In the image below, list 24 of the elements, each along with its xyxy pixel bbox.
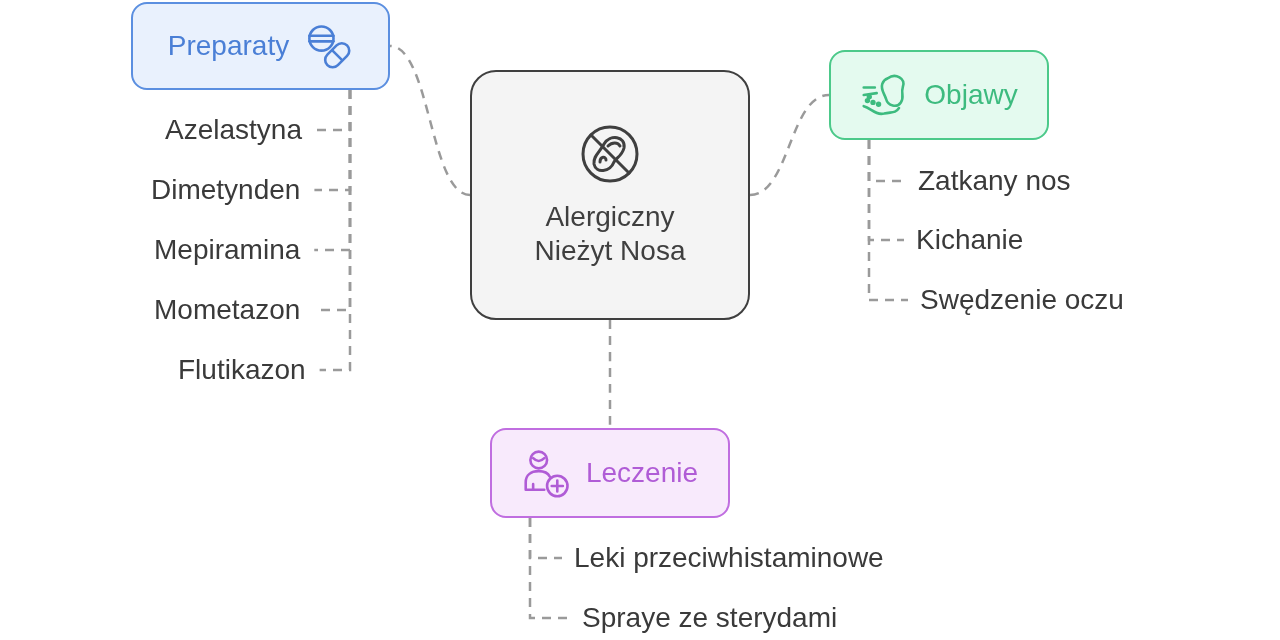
connector [389,44,471,197]
branch-title: Leczenie [585,457,699,489]
connector [867,140,908,302]
topic-box [829,50,1049,140]
list-item-text: Flutikazon [178,354,306,386]
list-item-text: Zatkany nos [918,165,1071,197]
branch-title: Preparaty [167,30,290,62]
list-item-text: Swędzenie oczu [920,284,1124,316]
connector [749,93,830,197]
topic-box [131,2,390,90]
list-item-text: Kichanie [916,224,1024,256]
list-item-text: Dimetynden [151,174,301,206]
topic-title: Alergiczny Nieżyt Nosa [533,200,687,268]
topic-box [490,428,730,518]
list-item-text: Spraye ze sterydami [582,602,838,634]
list-item-text: Mepiramina [154,234,301,266]
list-item-text: Leki przeciwhistaminowe [574,542,884,574]
connector [528,518,570,620]
connector [319,90,352,372]
central-topic-box [470,70,750,320]
list-item-text: Azelastyna [165,114,302,146]
branch-title: Objawy [924,79,1018,111]
connector [608,320,612,428]
list-item-text: Mometazon [154,294,301,326]
